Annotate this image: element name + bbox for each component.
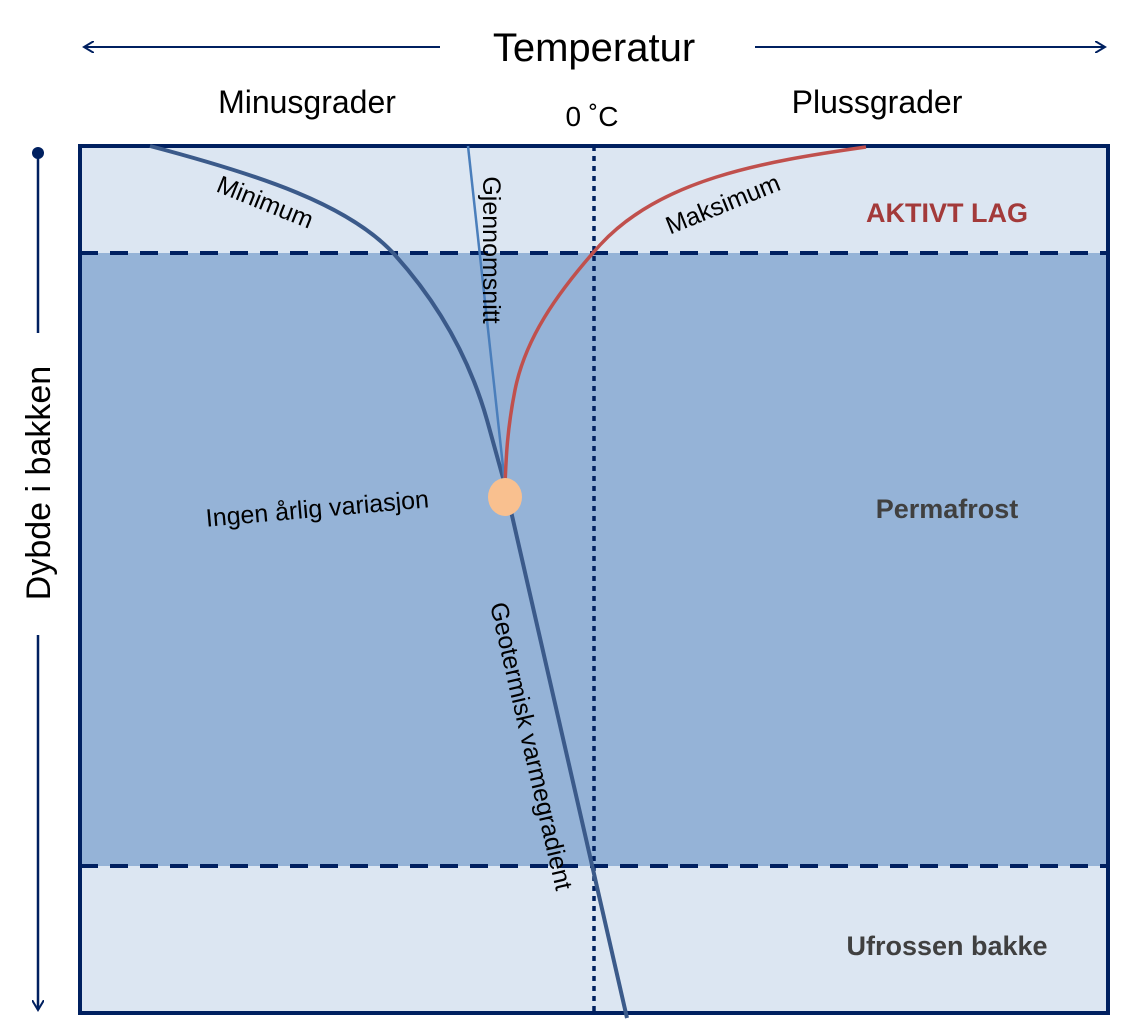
minus-label: Minusgrader bbox=[218, 84, 396, 120]
permafrost-label: Permafrost bbox=[876, 494, 1019, 524]
geothermal-gradient-line bbox=[503, 484, 629, 1019]
plus-label: Plussgrader bbox=[792, 84, 963, 120]
average-label: Gjennomsnitt bbox=[477, 176, 505, 323]
temperature-title: Temperatur bbox=[493, 26, 695, 70]
zero-label: 0 ˚C bbox=[566, 101, 619, 132]
no-variation-point bbox=[488, 478, 522, 516]
unfrozen-label: Ufrossen bakke bbox=[846, 931, 1047, 961]
active-layer-label: AKTIVT LAG bbox=[866, 198, 1028, 228]
minimum-curve bbox=[149, 144, 507, 486]
depth-title: Dybde i bakken bbox=[20, 366, 58, 600]
maximum-curve bbox=[503, 145, 867, 486]
diagram-frame bbox=[78, 144, 1110, 1015]
average-line bbox=[466, 145, 507, 486]
